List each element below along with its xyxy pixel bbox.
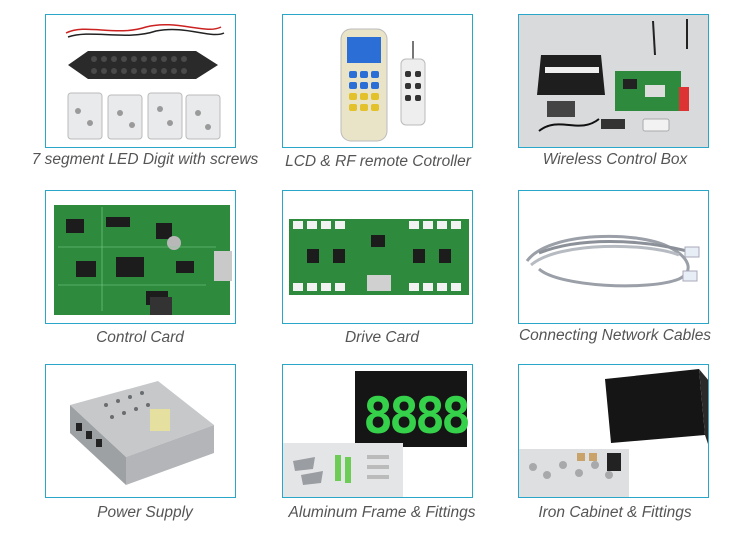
iron-cabinet-illustration xyxy=(519,369,708,497)
product-image-wireless-box[interactable] xyxy=(518,14,709,148)
product-image-iron-cabinet[interactable] xyxy=(518,364,709,498)
svg-text:8: 8 xyxy=(415,387,445,445)
network-cable-illustration xyxy=(525,234,700,288)
caption-network-cables: Connecting Network Cables xyxy=(518,327,712,344)
power-supply-illustration xyxy=(70,381,214,485)
led-digit-illustration xyxy=(65,23,225,140)
product-image-network-cables[interactable] xyxy=(518,190,709,324)
product-image-remote-controller[interactable] xyxy=(282,14,473,148)
wireless-box-illustration xyxy=(519,15,708,147)
caption-remote-controller: LCD & RF remote Cotroller xyxy=(285,153,471,170)
caption-iron-cabinet: Iron Cabinet & Fittings xyxy=(538,504,692,521)
svg-text:8: 8 xyxy=(389,387,419,445)
drive-card-illustration xyxy=(289,219,469,295)
product-image-led-digit[interactable] xyxy=(45,14,236,148)
caption-power-supply: Power Supply xyxy=(97,504,193,521)
caption-led-digit: 7 segment LED Digit with screws xyxy=(31,151,259,168)
svg-text:8: 8 xyxy=(441,387,471,445)
svg-text:8: 8 xyxy=(363,387,393,445)
product-image-control-card[interactable] xyxy=(45,190,236,324)
product-image-power-supply[interactable] xyxy=(45,364,236,498)
caption-control-card: Control Card xyxy=(96,329,184,346)
product-image-drive-card[interactable] xyxy=(282,190,473,324)
caption-wireless-box: Wireless Control Box xyxy=(542,151,688,168)
caption-aluminum-frame: Aluminum Frame & Fittings xyxy=(288,504,476,521)
caption-drive-card: Drive Card xyxy=(344,329,420,346)
remote-illustration xyxy=(340,28,426,142)
control-card-illustration xyxy=(54,205,232,315)
